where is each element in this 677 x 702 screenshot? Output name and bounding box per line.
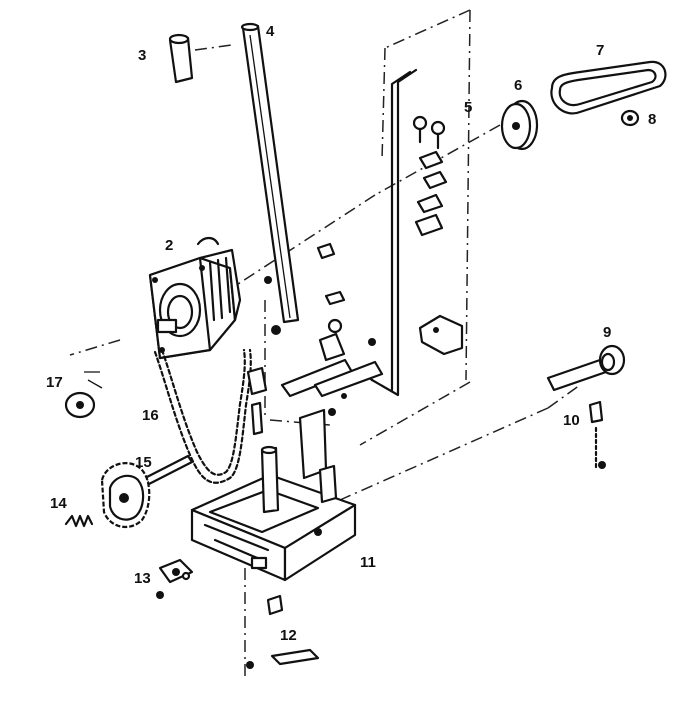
part-17-washer bbox=[64, 371, 103, 419]
part-7-belt bbox=[550, 60, 667, 115]
linkage-arms bbox=[280, 318, 384, 399]
assembly-guide-lines bbox=[69, 9, 581, 680]
label-part-15: 15 bbox=[135, 454, 152, 471]
part-14-spring bbox=[64, 514, 94, 528]
label-part-4: 4 bbox=[266, 23, 275, 40]
part-labels: 2 3 4 5 6 7 8 9 10 11 12 13 14 15 16 17 bbox=[46, 23, 656, 644]
part-9-bolt bbox=[546, 344, 626, 392]
mounting-bracket bbox=[418, 314, 464, 356]
label-part-12: 12 bbox=[280, 627, 297, 644]
label-part-7: 7 bbox=[596, 42, 604, 59]
sprocket-gear bbox=[100, 462, 151, 529]
label-part-9: 9 bbox=[603, 324, 611, 341]
label-part-10: 10 bbox=[563, 412, 580, 429]
part-8-washer bbox=[620, 109, 640, 127]
base-posts bbox=[260, 408, 338, 514]
part-6-pulley bbox=[500, 99, 539, 151]
label-part-14: 14 bbox=[50, 495, 67, 512]
part-5-bent-rod bbox=[358, 68, 418, 397]
part-10-pin bbox=[588, 400, 604, 472]
label-part-17: 17 bbox=[46, 374, 63, 391]
chain-pins bbox=[246, 366, 268, 436]
label-part-16: 16 bbox=[142, 407, 159, 424]
label-part-8: 8 bbox=[648, 111, 656, 128]
label-part-11: 11 bbox=[360, 554, 376, 571]
part-2-motor bbox=[148, 236, 242, 360]
label-part-2: 2 bbox=[165, 237, 173, 254]
label-part-5: 5 bbox=[464, 99, 472, 116]
label-part-6: 6 bbox=[514, 77, 522, 94]
part-16-chain bbox=[153, 348, 252, 484]
part-4-shaft bbox=[240, 22, 300, 324]
part-12-lever bbox=[266, 594, 320, 666]
part-5-hardware bbox=[412, 115, 448, 237]
fastener-screws bbox=[156, 242, 606, 669]
part-15-axle bbox=[143, 454, 194, 486]
part-3-bushing bbox=[168, 33, 194, 84]
label-part-3: 3 bbox=[138, 47, 146, 64]
label-part-13: 13 bbox=[134, 570, 151, 587]
part-13-clip bbox=[158, 558, 194, 584]
